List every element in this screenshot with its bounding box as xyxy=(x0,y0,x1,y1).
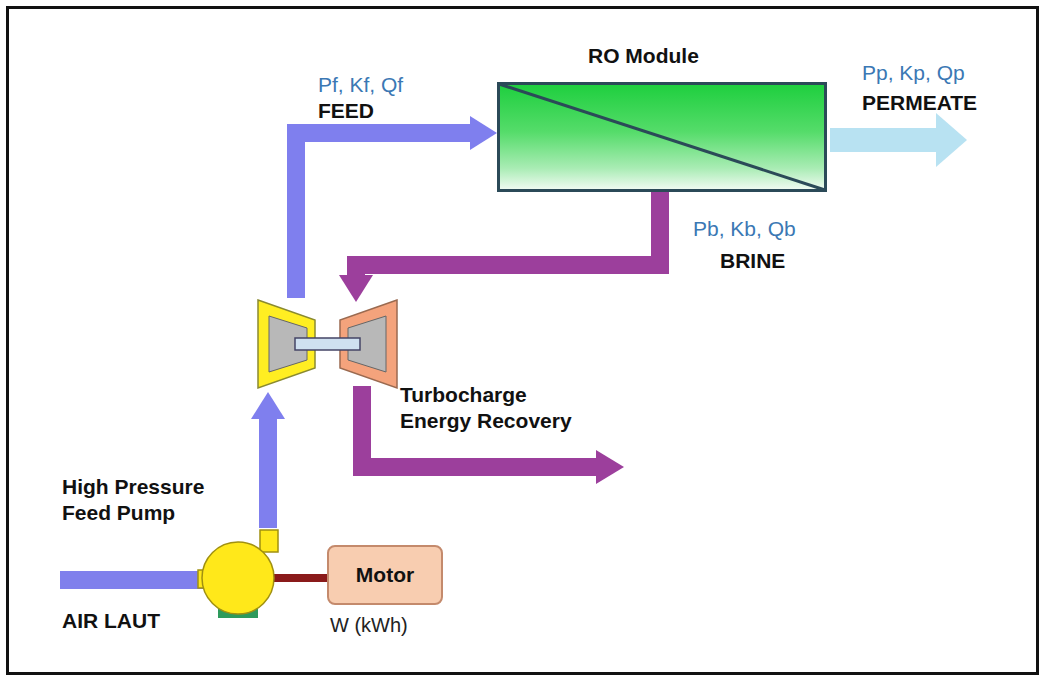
seawater-inlet-pipe xyxy=(60,571,203,589)
membrane-line xyxy=(499,84,825,190)
shaft xyxy=(295,338,360,350)
permeate-pipe xyxy=(830,128,936,152)
arrow-head xyxy=(470,116,497,150)
pipe-line xyxy=(259,417,277,528)
parameter-label: Pf, Kf, Qf xyxy=(318,72,403,97)
pump-outlet xyxy=(260,530,278,552)
stream-label: FEED xyxy=(318,98,374,124)
motor-box: Motor xyxy=(327,545,443,605)
permeate-head xyxy=(936,113,967,167)
membrane-diagonal xyxy=(497,82,827,192)
pipe-line xyxy=(356,192,660,277)
pump-symbol xyxy=(198,528,278,618)
arrow-head xyxy=(339,275,373,302)
pipe-connector xyxy=(339,192,660,302)
feed-pump: High Pressure Feed Pump xyxy=(198,528,278,618)
ro-module: RO Module xyxy=(497,82,827,192)
node-text: RO Module xyxy=(588,43,699,69)
stream-label: PERMEATE xyxy=(862,90,977,116)
pipe-connector xyxy=(251,392,285,528)
parameter-label: W (kWh) xyxy=(330,613,408,637)
pump-casing xyxy=(202,542,274,614)
stream-label: AIR LAUT xyxy=(62,608,160,634)
turbocharger-symbol xyxy=(255,298,400,390)
pipe-line xyxy=(274,574,327,582)
turbocharger: Turbocharge Energy Recovery xyxy=(255,298,400,390)
brine-outlet-head xyxy=(596,450,624,484)
pipe-connector xyxy=(274,578,327,579)
node-text: Turbocharge Energy Recovery xyxy=(400,382,590,435)
parameter-label: Pb, Kb, Qb xyxy=(693,216,796,241)
arrow-head xyxy=(251,392,285,419)
node-text: Motor xyxy=(356,562,414,588)
parameter-label: Pp, Kp, Qp xyxy=(862,60,965,85)
node-text: High Pressure Feed Pump xyxy=(62,474,232,527)
stream-label: BRINE xyxy=(720,248,785,274)
